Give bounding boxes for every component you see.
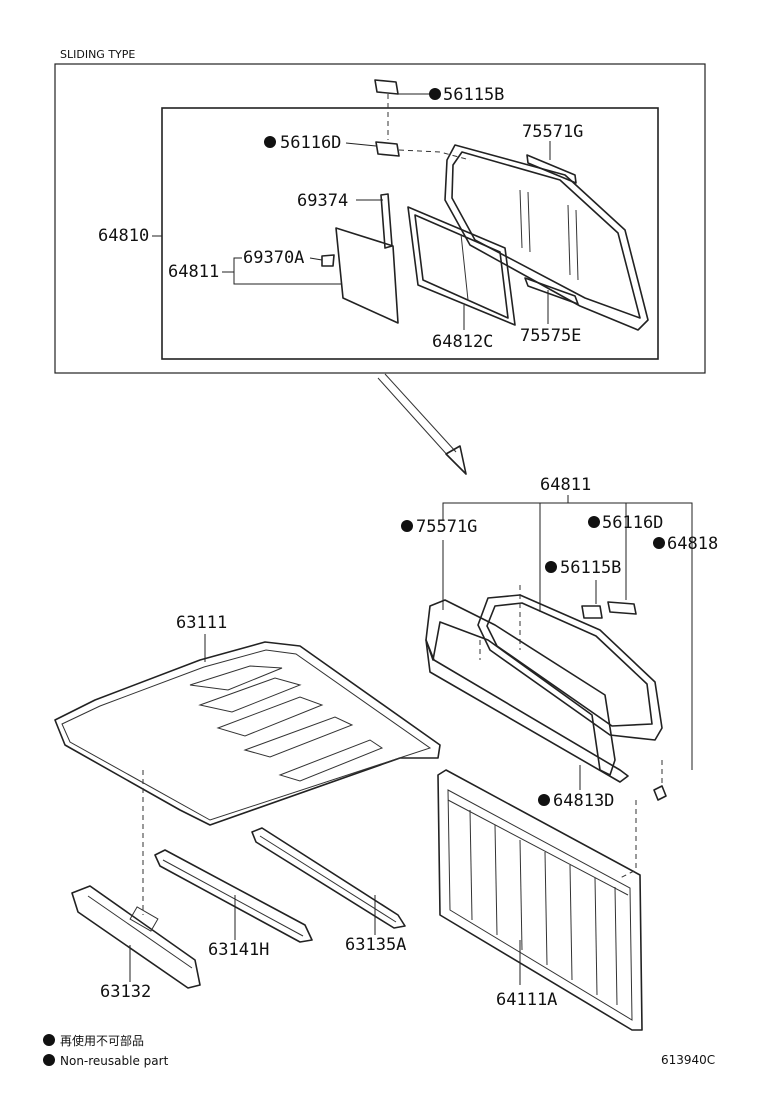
part-label-64813D: 64813D — [553, 791, 614, 811]
part-label-75575E: 75575E — [520, 326, 581, 346]
non-reusable-dot — [545, 561, 557, 573]
part-label-63111: 63111 — [176, 613, 227, 633]
part-label-69370A: 69370A — [243, 248, 304, 268]
part-label-64818: 64818 — [667, 534, 718, 554]
non-reusable-dot — [429, 88, 441, 100]
part-label-64811-mid: 64811 — [540, 475, 591, 495]
sliding-type-inner-box — [161, 107, 659, 360]
roof-bow-63135A — [251, 827, 406, 929]
part-label-69374: 69374 — [297, 191, 348, 211]
part-label-75571G-top: 75571G — [522, 122, 583, 142]
part-label-64812C: 64812C — [432, 332, 493, 352]
non-reusable-dot — [653, 537, 665, 549]
back-window-glass — [477, 585, 663, 741]
sliding-glass-panel — [335, 227, 399, 324]
part-label-75571G-mid: 75571G — [416, 517, 477, 537]
sash-frame-64812C — [407, 206, 516, 326]
part-label-63135A: 63135A — [345, 935, 406, 955]
roof-panel-63111 — [54, 641, 441, 826]
clip-64818 — [653, 785, 667, 801]
part-label-64811-top: 64811 — [168, 262, 219, 282]
part-label-56115B-mid: 56115B — [560, 558, 621, 578]
part-label-56116D-mid: 56116D — [602, 513, 663, 533]
sliding-type-outer-box — [54, 63, 706, 374]
part-label-64111A: 64111A — [496, 990, 557, 1010]
legend-text-en: Non-reusable part — [60, 1054, 169, 1068]
clip-56115B-shape — [374, 79, 399, 140]
legend-dot — [43, 1034, 55, 1046]
header-panel-63132 — [71, 885, 201, 989]
part-label-56115B-top: 56115B — [443, 85, 504, 105]
non-reusable-dot — [538, 794, 550, 806]
non-reusable-dot — [401, 520, 413, 532]
part-label-63132: 63132 — [100, 982, 151, 1002]
non-reusable-dot — [588, 516, 600, 528]
direction-arrow — [377, 373, 467, 475]
weatherstrip-75571G-top — [526, 154, 577, 184]
latch-69370A — [321, 254, 335, 267]
back-panel-64111A — [437, 769, 643, 1031]
clip-56116D-shape — [375, 141, 471, 161]
weatherstrip-75571G — [425, 599, 629, 783]
roof-bow-63141H — [154, 849, 313, 943]
clip-56116D — [607, 601, 637, 615]
legend-dot — [43, 1054, 55, 1066]
sliding-window-frame — [444, 144, 649, 331]
non-reusable-dot — [264, 136, 276, 148]
part-label-63141H: 63141H — [208, 940, 269, 960]
legend-text-ja: 再使用不可部品 — [60, 1033, 144, 1048]
part-label-56116D-top: 56116D — [280, 133, 341, 153]
part-label-64810: 64810 — [98, 226, 149, 246]
channel-69374 — [380, 193, 393, 249]
section-title: SLIDING TYPE — [60, 48, 135, 61]
diagram-code: 613940C — [661, 1053, 715, 1067]
clip-56115B — [581, 605, 603, 619]
weatherstrip-75575E — [524, 277, 579, 305]
